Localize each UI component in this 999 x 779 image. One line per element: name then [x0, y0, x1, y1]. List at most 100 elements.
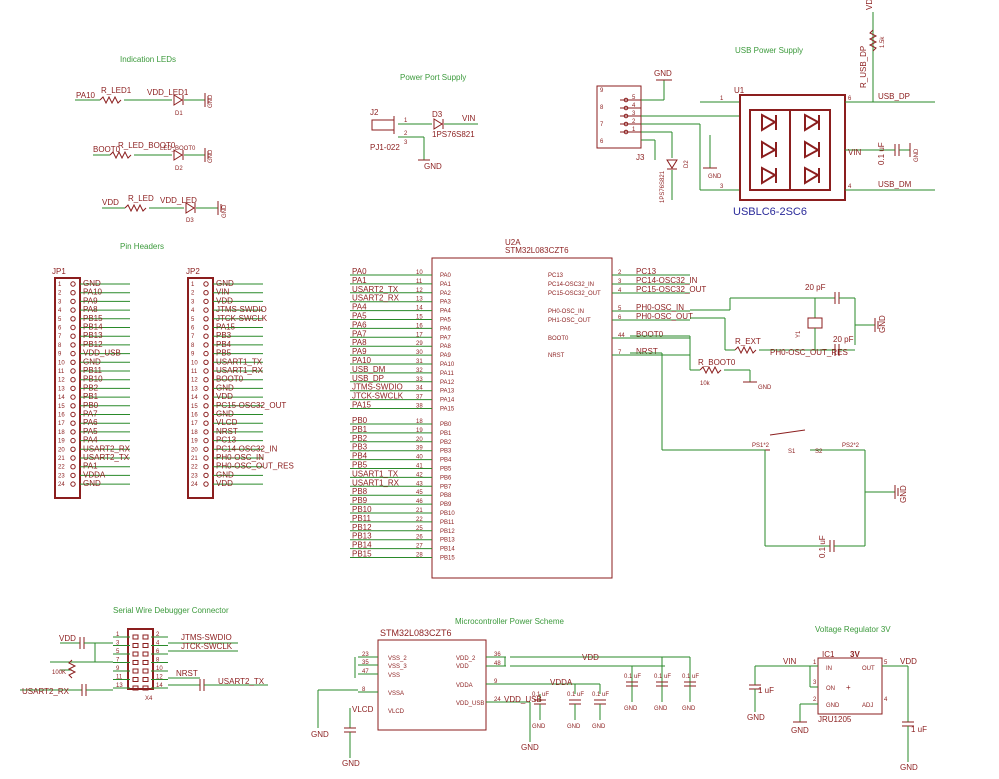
jp1-pin-label: PB2: [83, 383, 99, 392]
jp2-pin-label: USART1_TX: [216, 357, 263, 366]
mcu-pin-num: 16: [416, 323, 423, 329]
mcu-pin-name: PB10: [440, 511, 455, 517]
vreg-gnd2: GND: [791, 726, 809, 735]
mcu-net-pa: PA6: [352, 320, 367, 329]
jp1-pin-label: VDDA: [83, 470, 106, 479]
swd-pin-right: 2: [156, 632, 160, 638]
pp-pin2: 2: [404, 131, 408, 137]
mcu-right-pin-name: PC14-OSC32_IN: [548, 282, 594, 288]
mcu-net-pa: USB_DM: [352, 365, 386, 374]
gnd-led3: GND: [222, 204, 228, 218]
mcu-net-pb: USART1_RX: [352, 478, 400, 487]
jp2-pin-label: JTMS-SWDIO: [216, 305, 267, 314]
mcu-net-pb: PB10: [352, 505, 372, 514]
jp1-pin-label: USART2_TX: [83, 453, 130, 462]
jp1-pin-num: 1: [58, 282, 62, 288]
vreg-on: ON: [826, 686, 835, 692]
usb-vin-label: VIN: [848, 148, 862, 157]
title-vreg: Voltage Regulator 3V: [815, 625, 891, 634]
mcu-right-net: PH0-OSC_OUT: [636, 312, 693, 321]
mcu-pin-num: 21: [416, 508, 423, 514]
swd-usart2-tx: USART2_TX: [218, 677, 265, 686]
mcu-pin-num: 39: [416, 446, 423, 452]
jp1-pin-num: 9: [58, 352, 62, 358]
mcu-pin-name: PA3: [440, 300, 452, 306]
mcu-right-pin-num: 6: [618, 315, 622, 321]
vreg-vin: VIN: [783, 657, 797, 666]
jp2-pin-num: 11: [191, 369, 198, 375]
mcu-pin-num: 32: [416, 368, 423, 374]
usb-j-pin-left: 8: [600, 105, 604, 111]
mcu-pin-name: PB8: [440, 493, 452, 499]
jp1-pin-num: 19: [58, 439, 65, 445]
jp2-pin-num: 12: [191, 378, 198, 384]
vreg-ic: IC1: [822, 650, 835, 659]
mcu-net-pa: PA10: [352, 356, 372, 365]
osc-r-boot0: R_BOOT0: [698, 358, 736, 367]
mcu-pin-name: PA2: [440, 291, 452, 297]
jp1-pin-label: PB15: [83, 314, 103, 323]
jp2-pin-num: 18: [191, 430, 198, 436]
title-pin-headers: Pin Headers: [120, 242, 164, 251]
mcu-pin-name: PB12: [440, 529, 455, 535]
pp-pin1: 1: [404, 118, 408, 124]
jp1-pin-num: 13: [58, 386, 65, 392]
jp2-pin-num: 10: [191, 360, 198, 366]
jp1-pin-label: PA5: [83, 427, 98, 436]
led-boot0-label: LED_BOOT0: [160, 146, 196, 152]
mcu-right-pin-num: 2: [618, 270, 622, 276]
jp2-pin-label: VLCD: [216, 418, 238, 427]
usb-j-pin-right: 1: [632, 127, 636, 133]
mcu-power-pin-right: 36: [494, 652, 501, 658]
jp1-pin-num: 15: [58, 404, 65, 410]
jp1-pin-label: PB13: [83, 331, 103, 340]
mcu-pin-name: PA11: [440, 371, 454, 377]
jp2-pin-label: BOOT0: [216, 375, 244, 384]
vreg-val: 3V: [850, 650, 860, 659]
mcu-net-pb: PB14: [352, 541, 372, 550]
osc-ph0-out: PH0-OSC_OUT_RES: [770, 348, 848, 357]
mcu-pin-num: 11: [416, 279, 423, 285]
pp-gnd: GND: [424, 162, 442, 171]
usb-ic-pin1: 1: [720, 96, 724, 102]
led-circuit-1: PA10 R_LED1 VDD_LED1 D1 GND: [75, 86, 214, 117]
jp2-pin-label: GND: [216, 410, 234, 419]
mcu-pin-name: PB14: [440, 547, 455, 553]
mcu-net-pa: JTMS-SWDIO: [352, 383, 403, 392]
mcu-power-name-right: VDDA: [456, 683, 473, 689]
mcu-pin-name: PB4: [440, 458, 452, 464]
mcu-pin-name: PA4: [440, 309, 452, 315]
mcu-power-cap: 0.1 uF: [532, 692, 549, 698]
mcu-net-pa: PA1: [352, 276, 367, 285]
reset-circuit: PS1*2 S1 S2 PS2*2 0.1 uF GND: [630, 352, 908, 558]
vreg-out: OUT: [862, 666, 875, 672]
vdd-led1-label: VDD_LED1: [147, 88, 189, 97]
mcu-power-cap: 0.1 uF: [624, 674, 641, 680]
reset-cap: 0.1 uF: [818, 535, 827, 558]
usb-cap-label: 0.1 uF: [877, 142, 886, 165]
jp2-pin-label: PB5: [216, 349, 232, 358]
jp1-pin-num: 17: [58, 421, 65, 427]
osc-c20b: 20 pF: [833, 335, 854, 344]
mcu-right-pin-name: BOOT0: [548, 336, 569, 342]
osc-r-boot0-val: 10k: [700, 381, 711, 387]
mcu-power-cap: 0.1 uF: [567, 692, 584, 698]
jp2-pin-label: PC14-OSC32_IN: [216, 444, 278, 453]
usb-ic-pin4: 4: [848, 184, 852, 190]
jp1-pin-label: PA1: [83, 462, 98, 471]
r-led1-label: R_LED1: [101, 86, 132, 95]
vreg-part: JRU1205: [818, 715, 852, 724]
osc-gnd: GND: [878, 315, 887, 333]
mcu-power-pin-left: 47: [362, 669, 369, 675]
osc-gnd2: GND: [758, 385, 772, 391]
mcu-net-pa: PA9: [352, 347, 367, 356]
vreg-p3: 3: [813, 680, 817, 686]
swd-x4: X4: [145, 696, 153, 702]
mcu-power-cap-gnd: GND: [567, 724, 581, 730]
jp1-pin-num: 8: [58, 343, 62, 349]
mcu-pin-num: 20: [416, 437, 423, 443]
mcu-net-pb: PB4: [352, 452, 368, 461]
jp1-pin-label: PB14: [83, 323, 103, 332]
usb-ic-pin3: 3: [720, 184, 724, 190]
